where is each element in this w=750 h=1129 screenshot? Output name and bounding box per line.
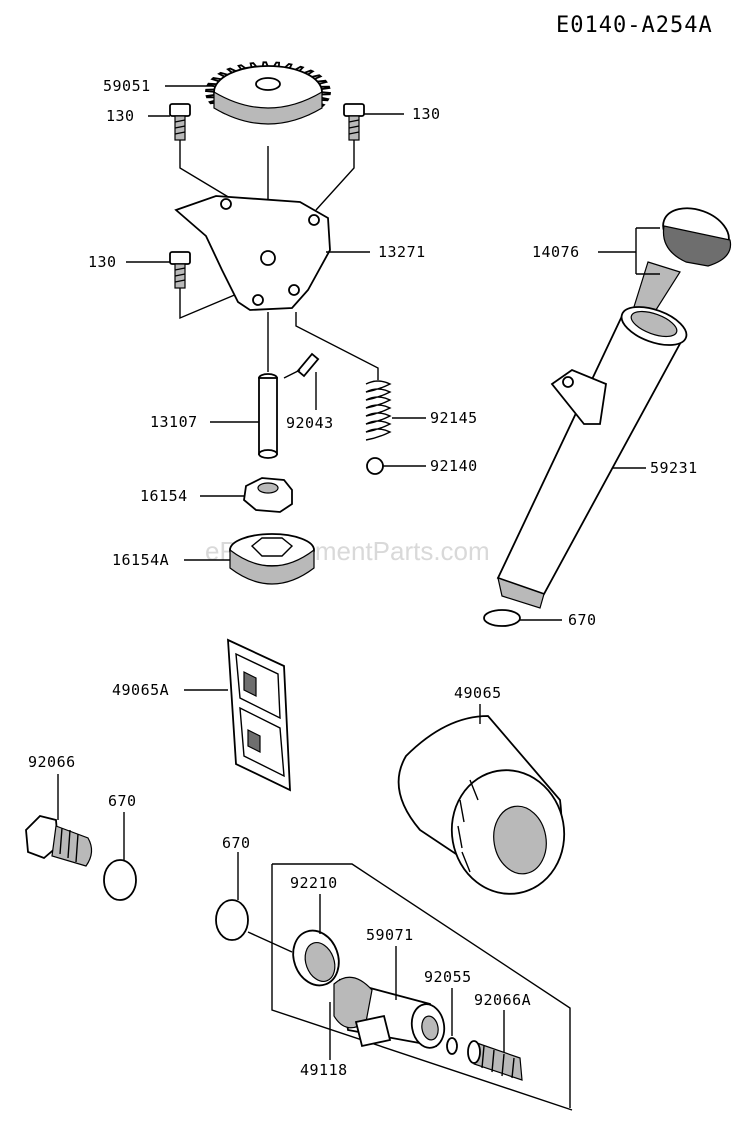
spring-part-92145[interactable] [365,380,392,441]
bolt-part-130-right[interactable] [343,103,365,141]
plug-part-92066A[interactable] [467,1040,523,1081]
label-49065[interactable]: 49065 [454,684,502,702]
o-ring-part-670-plug[interactable] [103,859,137,901]
oil-filter-part-49065[interactable] [397,715,574,903]
label-59071[interactable]: 59071 [366,926,414,944]
label-92140[interactable]: 92140 [430,457,478,475]
align-line-spring [295,312,379,380]
label-92066[interactable]: 92066 [28,753,76,771]
o-ring-part-670-tube[interactable] [483,609,521,627]
label-13271[interactable]: 13271 [378,243,426,261]
label-130-lower[interactable]: 130 [88,253,117,271]
label-16154A[interactable]: 16154A [112,551,169,569]
label-92066A[interactable]: 92066A [474,991,531,1009]
label-14076[interactable]: 14076 [532,243,580,261]
bolt-part-130-left[interactable] [169,103,191,141]
outer-rotor-part-16154A[interactable] [229,533,315,585]
label-59051[interactable]: 59051 [103,77,151,95]
leader-92043 [283,369,317,410]
label-92145[interactable]: 92145 [430,409,478,427]
label-92210[interactable]: 92210 [290,874,338,892]
label-130-left[interactable]: 130 [106,107,135,125]
label-49118[interactable]: 49118 [300,1061,348,1079]
diagram-code: E0140-A254A [556,13,713,38]
washer-part-92055[interactable] [446,1037,458,1055]
label-670-plug[interactable]: 670 [108,792,137,810]
label-16154[interactable]: 16154 [140,487,188,505]
assembly-bracket-49118 [271,863,573,1111]
label-670-fitting[interactable]: 670 [222,834,251,852]
pin-part-92043[interactable] [296,352,320,378]
leader-14076 [598,227,660,275]
filler-tube-part-59231[interactable] [496,299,691,609]
align-line-bolt-lower [179,285,257,320]
gear-part-59051[interactable] [204,61,332,125]
label-130-right[interactable]: 130 [412,105,441,123]
label-670-tube[interactable]: 670 [568,611,597,629]
align-line-bolt-left [179,140,231,199]
drain-plug-part-92066[interactable] [25,815,93,867]
ball-part-92140[interactable] [366,457,384,475]
align-line-bolt-right [315,140,355,211]
shaft-part-13107[interactable] [258,373,278,459]
strainer-part-49065A[interactable] [227,638,291,792]
label-92055[interactable]: 92055 [424,968,472,986]
label-13107[interactable]: 13107 [150,413,198,431]
label-49065A[interactable]: 49065A [112,681,169,699]
nut-part-92210[interactable] [286,924,346,992]
fitting-part-59071[interactable] [333,976,448,1050]
cover-plate-part-13271[interactable] [174,195,331,311]
o-ring-part-670-fitting[interactable] [215,899,249,941]
align-line-fitting [247,931,293,953]
inner-rotor-part-16154[interactable] [243,477,293,513]
label-59231[interactable]: 59231 [650,459,698,477]
label-92043[interactable]: 92043 [286,414,334,432]
bolt-part-130-lower[interactable] [169,251,191,289]
